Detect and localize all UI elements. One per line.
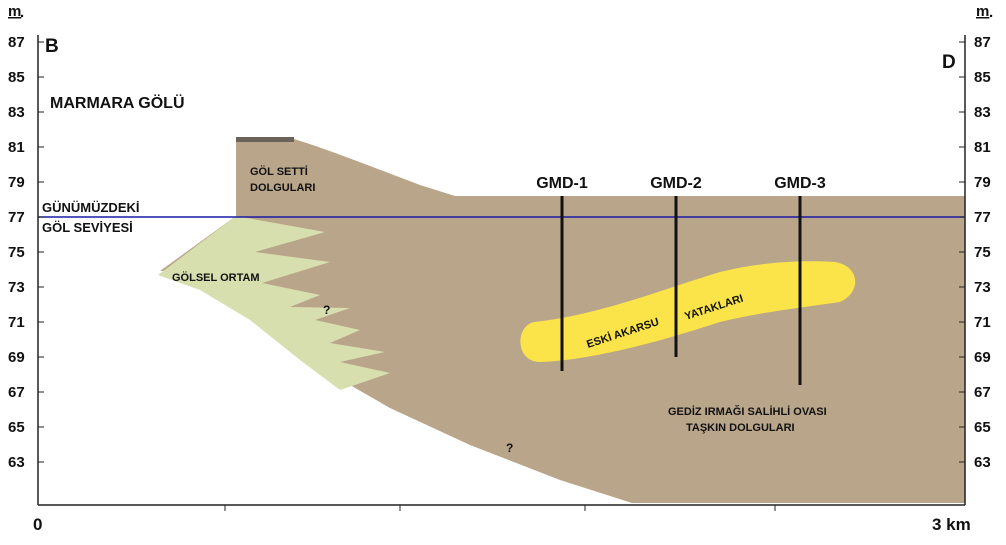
borehole-label: GMD-3 bbox=[774, 175, 826, 192]
elevation-ticks: 87 87 85 85 83 83 81 81 79 79 77 77 75 75 73 73 71 71 69 69… bbox=[8, 34, 991, 471]
borehole-label: GMD-2 bbox=[650, 175, 702, 192]
left-tick-label: 81 bbox=[8, 139, 25, 156]
question-mark-upper: ? bbox=[323, 303, 330, 317]
right-unit-label: m bbox=[976, 3, 989, 20]
right-tick-label: 71 bbox=[974, 314, 991, 331]
floodplain-label-line1: GEDİZ IRMAĞI SALİHLİ OVASI bbox=[668, 405, 827, 418]
left-tick-label: 69 bbox=[8, 349, 25, 366]
right-tick-label: 73 bbox=[974, 279, 991, 296]
borehole-label: GMD-1 bbox=[536, 175, 588, 192]
left-unit-dot: . bbox=[20, 4, 24, 21]
left-tick-label: 67 bbox=[8, 384, 25, 401]
left-tick-label: 85 bbox=[8, 69, 25, 86]
lake-name-label: MARMARA GÖLÜ bbox=[50, 93, 185, 112]
right-tick-label: 75 bbox=[974, 244, 991, 261]
right-tick-label: 87 bbox=[974, 34, 991, 51]
left-unit-label: m bbox=[8, 3, 21, 20]
corner-label-d: D bbox=[942, 52, 956, 73]
right-tick-label: 85 bbox=[974, 69, 991, 86]
question-mark-lower: ? bbox=[506, 441, 513, 455]
left-tick-label: 75 bbox=[8, 244, 25, 261]
lacustrine-label: GÖLSEL ORTAM bbox=[172, 271, 260, 284]
right-tick-label: 77 bbox=[974, 209, 991, 226]
left-tick-label: 77 bbox=[8, 209, 25, 226]
lake-level-label-line1: GÜNÜMÜZDEKİ bbox=[42, 200, 140, 215]
x-axis-start-label: 0 bbox=[33, 515, 42, 534]
embankment-cap bbox=[236, 137, 294, 142]
right-tick-label: 63 bbox=[974, 454, 991, 471]
right-tick-label: 81 bbox=[974, 139, 991, 156]
left-tick-label: 63 bbox=[8, 454, 25, 471]
floodplain-label-line2: TAŞKIN DOLGULARI bbox=[686, 422, 795, 434]
right-tick-label: 65 bbox=[974, 419, 991, 436]
right-tick-label: 83 bbox=[974, 104, 991, 121]
embankment-label-line2: DOLGULARI bbox=[250, 182, 315, 194]
right-tick-label: 69 bbox=[974, 349, 991, 366]
old-channel-fill-unit bbox=[520, 261, 856, 362]
left-tick-label: 87 bbox=[8, 34, 25, 51]
left-tick-label: 73 bbox=[8, 279, 25, 296]
right-unit-dot: . bbox=[989, 4, 993, 21]
right-tick-label: 67 bbox=[974, 384, 991, 401]
left-tick-label: 79 bbox=[8, 174, 25, 191]
right-tick-label: 79 bbox=[974, 174, 991, 191]
lake-level-label-line2: GÖL SEVİYESİ bbox=[42, 220, 133, 235]
left-tick-label: 71 bbox=[8, 314, 25, 331]
x-axis-end-label: 3 km bbox=[932, 515, 971, 534]
lacustrine-fill-unit bbox=[158, 216, 390, 390]
boreholes: GMD-1 GMD-2 GMD-3 bbox=[536, 175, 826, 385]
left-tick-label: 65 bbox=[8, 419, 25, 436]
left-tick-label: 83 bbox=[8, 104, 25, 121]
embankment-label-line1: GÖL SETTİ bbox=[250, 165, 308, 178]
corner-label-b: B bbox=[45, 36, 59, 57]
